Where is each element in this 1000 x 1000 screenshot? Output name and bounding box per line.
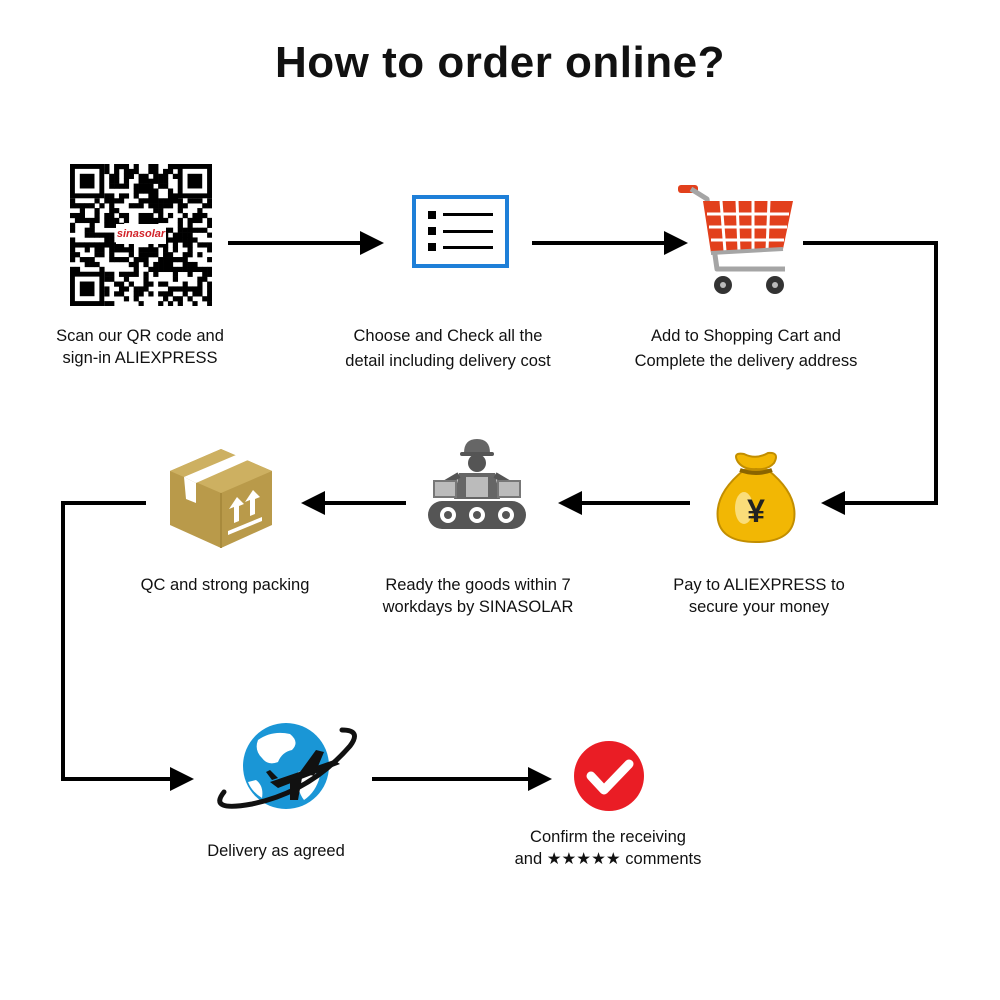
arrow-3-4	[803, 241, 938, 515]
page-title: How to order online?	[275, 38, 725, 87]
qr-brand-logo: sinasolar	[116, 224, 166, 244]
globe-airplane-icon[interactable]	[212, 720, 358, 812]
worker-conveyor-icon[interactable]	[426, 437, 528, 532]
step-7-label: Delivery as agreed	[207, 842, 345, 860]
yen-symbol: ¥	[747, 493, 765, 529]
qr-code-icon[interactable]: sinasolar	[70, 164, 213, 307]
red-check-icon[interactable]	[573, 740, 645, 812]
package-box-icon[interactable]	[166, 447, 276, 550]
checklist-icon[interactable]	[412, 195, 509, 268]
arrow-6-7	[61, 501, 194, 791]
money-bag-icon[interactable]: ¥	[710, 450, 802, 545]
shopping-cart-icon[interactable]	[677, 183, 797, 298]
step-6-label: QC and strong packing	[140, 576, 310, 594]
